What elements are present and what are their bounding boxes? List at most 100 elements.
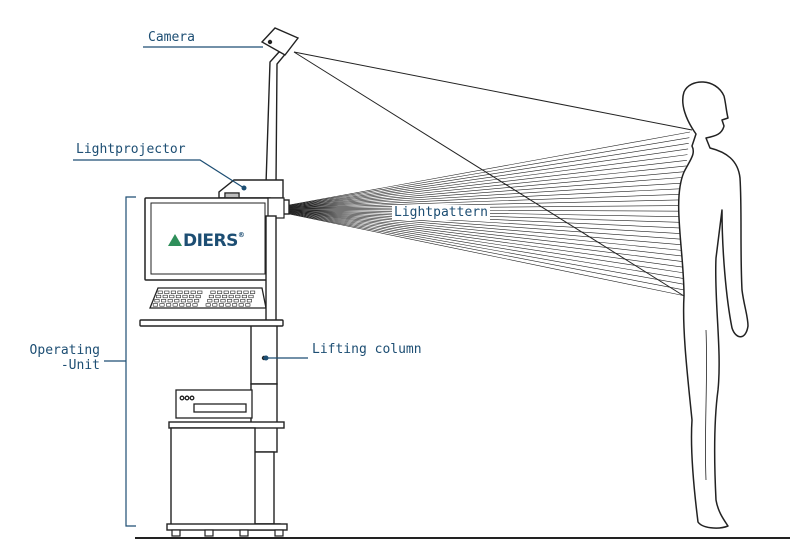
keyboard-key xyxy=(185,303,191,307)
keyboard-key xyxy=(157,290,163,294)
diers-logo: DIERS® xyxy=(168,231,245,251)
light-ray xyxy=(288,212,687,280)
wheels xyxy=(171,529,284,537)
keyboard-key xyxy=(175,294,181,299)
keyboard-key xyxy=(208,294,214,299)
keyboard xyxy=(149,287,267,309)
keyboard-key xyxy=(182,294,188,299)
camera-ray-lower xyxy=(293,51,685,297)
keyboard-key xyxy=(238,303,244,307)
keyboard-key xyxy=(166,303,172,307)
keyboard-key xyxy=(167,299,173,303)
keyboard-key xyxy=(225,303,231,307)
lightpattern-label: Lightpattern xyxy=(392,205,490,220)
keyboard-key xyxy=(192,303,198,307)
logo-triangle-icon xyxy=(168,234,182,246)
keyboard-key xyxy=(177,290,183,294)
control-box xyxy=(175,389,253,419)
human-figure xyxy=(677,81,749,529)
keyboard-key xyxy=(159,303,165,307)
light-ray xyxy=(288,210,685,240)
light-ray xyxy=(288,211,686,257)
keyboard-key xyxy=(227,299,233,303)
lightprojector-label: Lightprojector xyxy=(76,142,186,157)
light-ray xyxy=(288,176,686,208)
lightprojector-leader xyxy=(73,159,245,189)
logo-registered-mark: ® xyxy=(237,231,245,239)
light-ray xyxy=(288,154,688,207)
keyboard-key xyxy=(195,294,201,299)
operating-unit-line2: -Unit xyxy=(60,358,100,373)
keyboard-key xyxy=(223,290,229,294)
cabinet xyxy=(166,421,288,531)
keyboard-key xyxy=(190,290,196,294)
light-ray xyxy=(288,188,685,209)
camera-ray-upper xyxy=(293,51,693,131)
operating-unit-bracket xyxy=(125,196,136,527)
operating-unit-label: Operating -Unit xyxy=(14,343,100,373)
keyboard-key xyxy=(220,299,226,303)
keyboard-key xyxy=(212,303,218,307)
keyboard-key xyxy=(152,303,158,307)
keyboard-key xyxy=(210,290,216,294)
keyboard-key xyxy=(217,290,223,294)
keyboard-key xyxy=(180,299,186,303)
keyboard-key xyxy=(228,294,234,299)
keyboard-key xyxy=(194,299,200,303)
keyboard-key xyxy=(161,299,167,303)
keyboard-key xyxy=(213,299,219,303)
light-ray xyxy=(288,211,687,263)
light-ray xyxy=(288,182,686,209)
light-ray xyxy=(288,159,687,207)
light-ray xyxy=(288,165,687,208)
light-ray xyxy=(288,137,690,206)
light-ray xyxy=(288,212,688,274)
operating-unit-line1: Operating xyxy=(29,343,100,358)
keyboard-key xyxy=(170,290,176,294)
keyboard-key xyxy=(235,294,241,299)
keyboard-key xyxy=(222,294,228,299)
light-ray xyxy=(288,212,687,269)
keyboard-key xyxy=(174,299,180,303)
light-ray xyxy=(288,213,687,285)
light-ray xyxy=(288,210,686,246)
keyboard-key xyxy=(218,303,224,307)
keyboard-key xyxy=(172,303,178,307)
keyboard-key xyxy=(187,299,193,303)
light-ray xyxy=(288,171,686,208)
light-ray xyxy=(288,213,686,297)
leader-lines xyxy=(73,46,308,527)
keyboard-key xyxy=(233,299,239,303)
camera-body xyxy=(260,27,300,56)
lifting-column-dot xyxy=(263,355,269,361)
desk-shelf xyxy=(139,319,284,327)
keyboard-key xyxy=(236,290,242,294)
keyboard-key xyxy=(245,303,251,307)
light-ray xyxy=(288,213,686,291)
camera-label: Camera xyxy=(148,30,195,45)
light-ray xyxy=(288,193,685,209)
keyboard-key xyxy=(215,294,221,299)
keyboard-key xyxy=(248,294,254,299)
light-ray xyxy=(288,199,685,210)
keyboard-key xyxy=(241,294,247,299)
light-ray xyxy=(288,211,686,252)
keyboard-key xyxy=(207,299,213,303)
keyboard-key xyxy=(243,290,249,294)
camera-rays xyxy=(293,51,693,297)
keyboard-key xyxy=(205,303,211,307)
keyboard-key xyxy=(250,290,256,294)
light-ray xyxy=(288,148,689,207)
lightprojector-dot xyxy=(241,185,247,191)
keyboard-key xyxy=(156,294,162,299)
light-ray xyxy=(288,210,685,235)
keyboard-key xyxy=(246,299,252,303)
camera-mast xyxy=(265,51,289,185)
keyboard-key xyxy=(189,294,195,299)
keyboard-key xyxy=(164,290,170,294)
keyboard-key xyxy=(197,290,203,294)
keyboard-key xyxy=(230,290,236,294)
keyboard-key xyxy=(232,303,238,307)
keyboard-key xyxy=(240,299,246,303)
